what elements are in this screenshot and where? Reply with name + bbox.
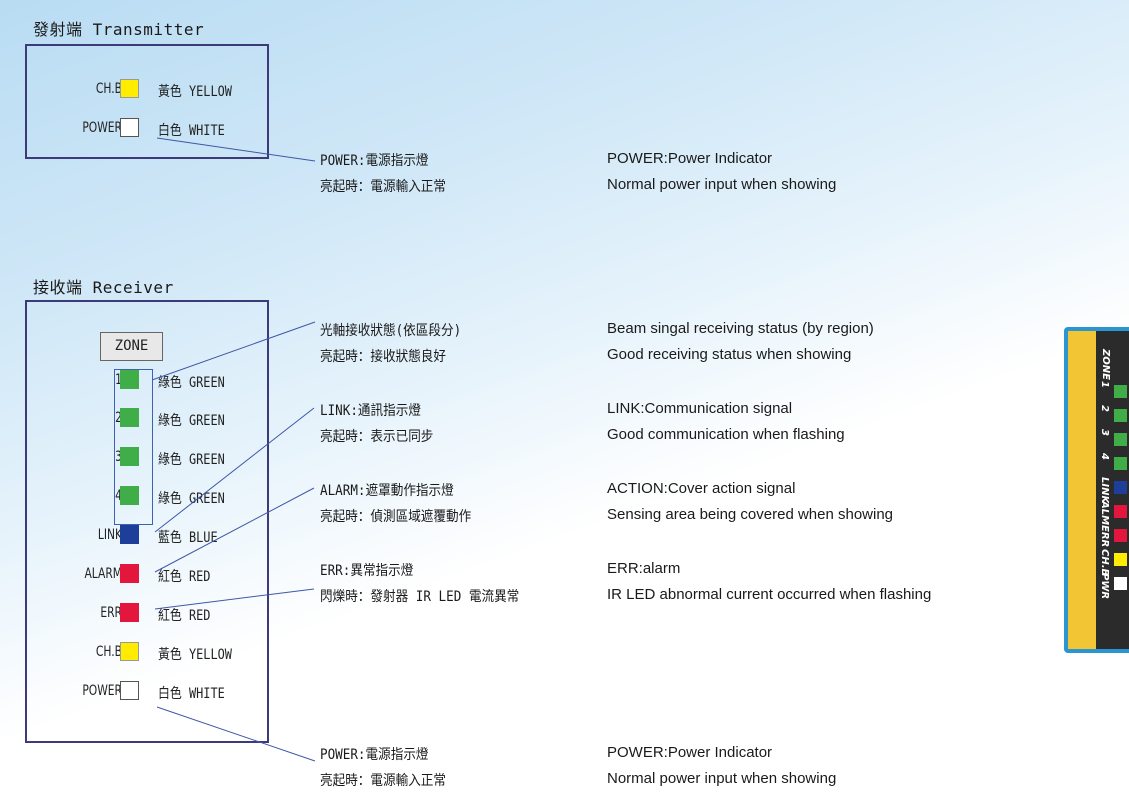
zone-group-frame xyxy=(114,369,153,525)
rx-row-swatch xyxy=(120,486,139,505)
tx-power-label: POWER xyxy=(82,120,122,136)
device-led xyxy=(1114,481,1127,494)
rx-row-text: 黃色 YELLOW xyxy=(158,647,232,663)
rx-desc-en2: Good communication when flashing xyxy=(607,426,845,443)
rx-desc-cn1: LINK:通訊指示燈 xyxy=(320,403,421,419)
rx-desc-en1: Beam singal receiving status (by region) xyxy=(607,320,874,337)
device-led-label: 1 xyxy=(1099,381,1110,388)
rx-row-swatch xyxy=(120,642,139,661)
rx-row-swatch xyxy=(120,447,139,466)
receiver-title: 接收端 Receiver xyxy=(33,278,174,297)
rx-row-label: CH.B xyxy=(95,644,122,660)
alarm-connector xyxy=(154,487,315,573)
rx-row-label: ERR xyxy=(100,605,122,621)
device-led-label: ERR xyxy=(1099,525,1110,548)
device-led xyxy=(1114,577,1127,590)
zone-connector xyxy=(151,321,316,381)
tx-power-desc-cn2: 亮起時：電源輸入正常 xyxy=(320,179,446,195)
tx-chb-label: CH.B xyxy=(95,81,122,97)
rx-row-swatch xyxy=(120,525,139,544)
rx-row-swatch xyxy=(120,564,139,583)
rx-desc-en2: IR LED abnormal current occurred when fl… xyxy=(607,586,932,603)
tx-power-text: 白色 WHITE xyxy=(158,123,225,139)
rx-desc-cn1: POWER:電源指示燈 xyxy=(320,747,429,763)
rx-row-label: POWER xyxy=(82,683,122,699)
tx-power-desc-cn1: POWER:電源指示燈 xyxy=(320,153,429,169)
rx-desc-en2: Sensing area being covered when showing xyxy=(607,506,894,523)
rx-row-label: 3 xyxy=(115,449,122,465)
receiver-panel: ZONE 1 綠色 GREEN 2 綠色 GREEN 3 綠色 GREEN 4 綠色 GREE… xyxy=(25,300,269,743)
rx-desc-en1: ACTION:Cover action signal xyxy=(607,480,796,497)
device-led xyxy=(1114,433,1127,446)
device-led xyxy=(1114,385,1127,398)
rx-desc-cn2: 亮起時：偵測區域遮覆動作 xyxy=(320,509,472,525)
rx-row-label: LINK xyxy=(97,527,122,543)
rx-desc-cn1: ERR:異常指示燈 xyxy=(320,563,414,579)
rx-desc-cn2: 亮起時：接收狀態良好 xyxy=(320,349,446,365)
device-led-label: PWR xyxy=(1099,573,1110,600)
rx-row-label: ALARM xyxy=(84,566,122,582)
device-led-label: 4 xyxy=(1099,453,1110,460)
rx-row-label: 2 xyxy=(115,410,122,426)
rx-row-text: 白色 WHITE xyxy=(158,686,225,702)
tx-power-swatch xyxy=(120,118,139,137)
tx-power-desc-en1: POWER:Power Indicator xyxy=(607,150,773,167)
tx-power-desc-en2: Normal power input when showing xyxy=(607,176,837,193)
tx-chb-swatch xyxy=(120,79,139,98)
rx-row-text: 綠色 GREEN xyxy=(158,413,225,429)
rx-row-text: 綠色 GREEN xyxy=(158,375,225,391)
rx-desc-cn2: 閃爍時：發射器 IR LED 電流異常 xyxy=(320,589,520,605)
rx-row-text: 藍色 BLUE xyxy=(158,530,218,546)
transmitter-title: 發射端 Transmitter xyxy=(33,20,205,39)
rx-row-text: 綠色 GREEN xyxy=(158,491,225,507)
device-led xyxy=(1114,409,1127,422)
rx-row-swatch xyxy=(120,681,139,700)
rx-row-swatch xyxy=(120,408,139,427)
rx-desc-en2: Good receiving status when showing xyxy=(607,346,852,363)
rx-row-swatch xyxy=(120,370,139,389)
rx-desc-cn1: ALARM:遮罩動作指示燈 xyxy=(320,483,454,499)
rx-desc-en1: LINK:Communication signal xyxy=(607,400,793,417)
err-connector xyxy=(154,588,315,610)
rx-desc-cn1: 光軸接收狀態(依區段分) xyxy=(320,323,462,339)
device-zone-label: ZONE xyxy=(1100,349,1111,380)
tx-power-connector xyxy=(156,137,316,162)
link-connector xyxy=(154,407,315,533)
device-led-label: 3 xyxy=(1099,429,1110,436)
device-led-label: ALM xyxy=(1099,501,1110,526)
tx-chb-text: 黃色 YELLOW xyxy=(158,84,232,100)
device-led xyxy=(1114,553,1127,566)
rx-row-label: 1 xyxy=(115,372,122,388)
device-led-label: 2 xyxy=(1099,405,1110,412)
rx-power-connector xyxy=(156,706,316,762)
rx-row-swatch xyxy=(120,603,139,622)
rx-desc-cn2: 亮起時：表示已同步 xyxy=(320,429,434,445)
rx-desc-en1: ERR:alarm xyxy=(607,560,681,577)
device-led xyxy=(1114,457,1127,470)
rx-row-label: 4 xyxy=(115,488,122,504)
device-led xyxy=(1114,529,1127,542)
zone-label-box: ZONE xyxy=(100,332,163,361)
transmitter-panel: CH.B 黃色 YELLOW POWER 白色 WHITE xyxy=(25,44,269,159)
rx-row-text: 綠色 GREEN xyxy=(158,452,225,468)
rx-row-text: 紅色 RED xyxy=(158,569,211,585)
rx-desc-en1: POWER:Power Indicator xyxy=(607,744,773,761)
device-led xyxy=(1114,505,1127,518)
rx-desc-en2: Normal power input when showing xyxy=(607,770,837,787)
rx-row-text: 紅色 RED xyxy=(158,608,211,624)
rx-desc-cn2: 亮起時：電源輸入正常 xyxy=(320,773,446,789)
device-led-label: LINK xyxy=(1099,477,1110,504)
